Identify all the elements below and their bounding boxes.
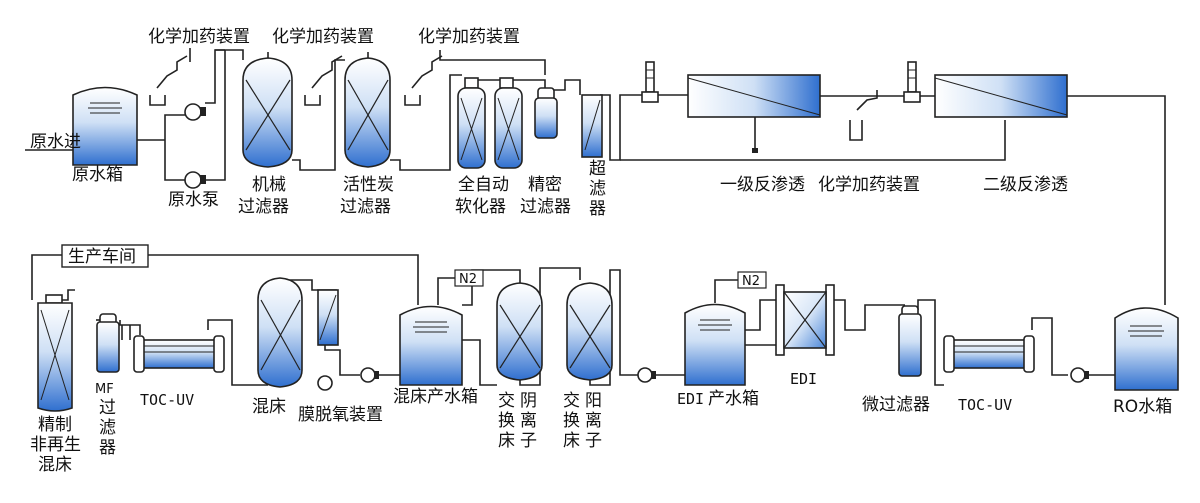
ro-tank-pump [1070, 367, 1089, 383]
mixed-bed [257, 277, 303, 388]
micro-filter [898, 305, 922, 377]
raw-water-pump-icon [184, 103, 206, 189]
carbon-filter [344, 52, 391, 168]
ax2-c2c: 子 [585, 431, 602, 451]
cation-exchange-bed [566, 282, 613, 381]
edi-tank-label-latin: EDI [677, 390, 704, 408]
ro-stage-2-label: 二级反渗透 [983, 175, 1068, 195]
mf-label-3: 滤 [99, 418, 116, 438]
raw-water-tank [25, 86, 138, 166]
degas-label: 膜脱氧装置 [298, 405, 383, 425]
ax2-c1b: 换 [563, 411, 580, 431]
ro-stage-2 [934, 74, 1068, 118]
ax1-c2c: 子 [520, 431, 537, 451]
toc-uv-left-label: TOC-UV [140, 391, 194, 409]
ax1-c1a: 交 [498, 391, 515, 411]
chem-dosing-icon-1 [149, 48, 191, 106]
ax1-c2b: 离 [520, 411, 537, 431]
chem-dosing-icon-4 [849, 90, 878, 141]
raw-water-tank-label: 原水箱 [72, 165, 123, 185]
production-label: 生产车间 [68, 247, 136, 267]
ax2-c2a: 阳 [585, 391, 602, 411]
ax1-c2a: 阴 [520, 391, 537, 411]
toc-uv-left [133, 335, 225, 373]
chem-dosing-icon-2 [304, 55, 343, 106]
edi-tank-label-cn: 产水箱 [708, 389, 759, 409]
mechanical-filter [242, 52, 293, 168]
ax1-c1b: 换 [498, 411, 515, 431]
ax1-c1c: 床 [498, 431, 515, 451]
softener [457, 77, 523, 169]
precision-filter [534, 87, 558, 139]
mechanical-filter-label-2: 过滤器 [238, 197, 289, 217]
edi-module [775, 284, 835, 356]
anion-exchange-bed [496, 282, 543, 381]
carbon-filter-label-1: 活性炭 [343, 175, 394, 195]
toc-uv-right [943, 335, 1035, 373]
mixed-bed-tank-label: 混床产水箱 [393, 387, 478, 407]
chem-label-2: 化学加药装置 [272, 27, 374, 47]
polish-bed-label-3: 混床 [38, 455, 72, 475]
mixed-bed-label: 混床 [252, 397, 286, 417]
precision-filter-label-2: 过滤器 [520, 197, 571, 217]
ro-stage-1 [687, 74, 821, 118]
ro-pump-1 [641, 61, 659, 103]
mf-label-1: MF [95, 382, 114, 397]
carbon-filter-label-2: 过滤器 [340, 197, 391, 217]
softener-label-2: 软化器 [455, 197, 506, 217]
raw-water-pump-label: 原水泵 [168, 190, 219, 210]
edi-label: EDI [790, 370, 817, 388]
edi-tank [684, 271, 767, 386]
bottom-row-pipes [31, 254, 1115, 386]
precision-filter-label-1: 精密 [528, 175, 562, 195]
ax2-c2b: 离 [585, 411, 602, 431]
polish-bed-label-2: 非再生 [30, 435, 81, 455]
ro-pump-2 [903, 61, 921, 103]
ax2-c1c: 床 [563, 431, 580, 451]
mf-label-2: 过 [99, 398, 116, 418]
edi-feed-pump [637, 367, 656, 383]
polish-mixed-bed [37, 294, 73, 412]
n2-left-label: N2 [459, 272, 477, 287]
mechanical-filter-label-1: 机械 [252, 175, 286, 195]
ro-stage-1-label: 一级反渗透 [720, 175, 805, 195]
mf-filter [96, 313, 120, 373]
polish-bed-label-1: 精制 [38, 415, 72, 435]
raw-water-in-label: 原水进 [30, 132, 81, 152]
ro-water-tank-label: RO水箱 [1113, 397, 1172, 417]
chem-label-3: 化学加药装置 [418, 27, 520, 47]
ultra-filter [581, 94, 603, 158]
micro-filter-label: 微过滤器 [862, 395, 930, 415]
membrane-degas [317, 289, 379, 391]
chem-dosing-icon-3 [404, 50, 546, 106]
mf-label-4: 器 [99, 438, 116, 458]
ro-water-tank [1114, 307, 1179, 391]
softener-label-1: 全自动 [458, 175, 509, 195]
n2-right-label: N2 [742, 274, 760, 289]
mixed-bed-tank [399, 269, 484, 386]
ax2-c1a: 交 [563, 391, 580, 411]
ultra-filter-label-3: 器 [589, 199, 606, 219]
chem-label-1: 化学加药装置 [148, 27, 250, 47]
ultra-filter-label-2: 滤 [589, 179, 606, 199]
production-box [61, 244, 149, 268]
toc-uv-right-label: TOC-UV [958, 396, 1012, 414]
ultra-filter-label-1: 超 [589, 159, 606, 179]
chem-label-4: 化学加药装置 [818, 175, 920, 195]
